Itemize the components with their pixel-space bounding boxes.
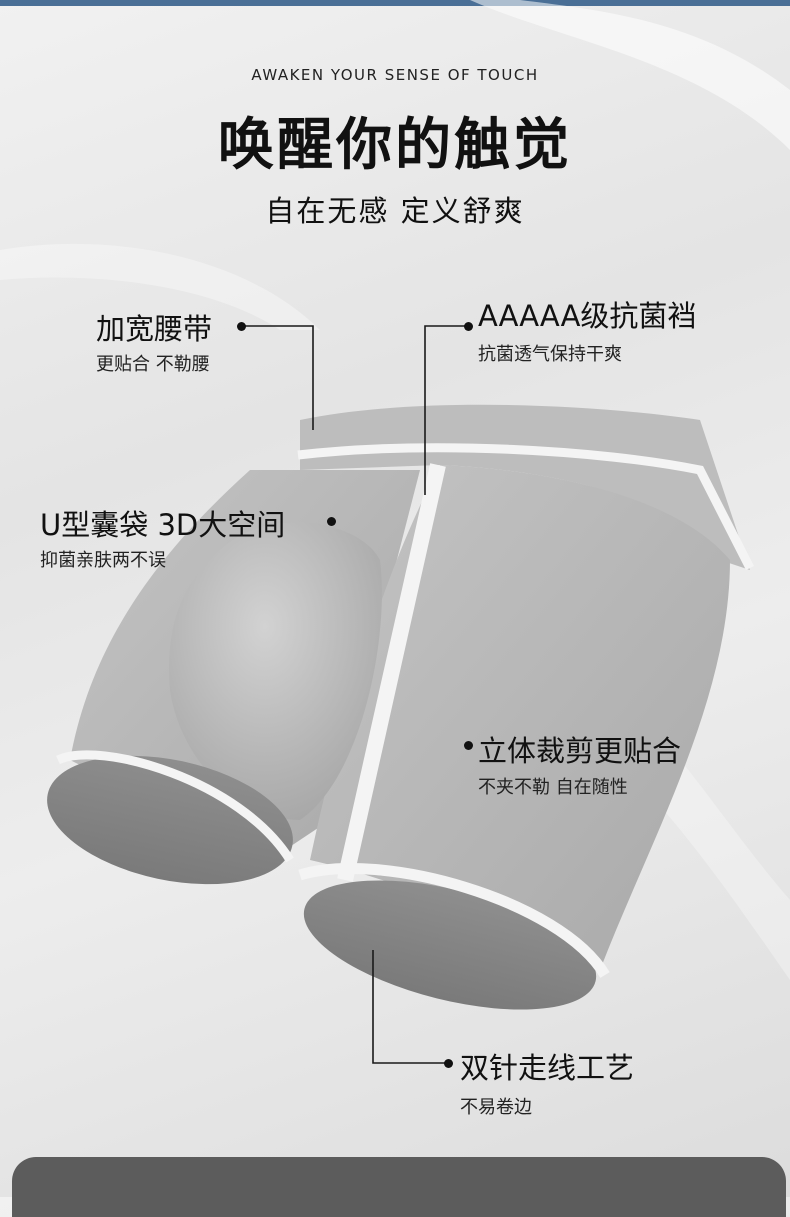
callout-dot-icon bbox=[464, 741, 473, 750]
feature-desc-waistband: 更贴合 不勒腰 bbox=[96, 354, 210, 375]
top-accent-bar bbox=[0, 0, 790, 6]
tagline: 自在无感 定义舒爽 bbox=[265, 194, 525, 228]
feature-desc-crotch: 抗菌透气保持干爽 bbox=[478, 344, 622, 365]
sheen-streak bbox=[470, 0, 790, 150]
callout-line bbox=[372, 950, 448, 1064]
feature-title-stitching: 双针走线工艺 bbox=[460, 1051, 635, 1085]
callout-line bbox=[424, 325, 470, 495]
callout-dot-icon bbox=[237, 322, 246, 331]
feature-title-cut: 立体裁剪更贴合 bbox=[478, 734, 682, 768]
callout-dot-icon bbox=[327, 517, 336, 526]
callout-dot-icon bbox=[444, 1059, 453, 1068]
feature-title-crotch: AAAAA级抗菌裆 bbox=[478, 299, 697, 333]
callout-dot-icon bbox=[464, 322, 473, 331]
feature-desc-pouch: 抑菌亲肤两不误 bbox=[40, 550, 166, 571]
page-title: 唤醒你的触觉 bbox=[218, 113, 572, 178]
u-pouch bbox=[169, 522, 382, 820]
callout-line bbox=[245, 325, 314, 430]
subtitle-english: AWAKEN YOUR SENSE OF TOUCH bbox=[251, 66, 539, 84]
sheen-streak bbox=[0, 243, 320, 330]
feature-title-pouch: U型囊袋 3D大空间 bbox=[40, 508, 286, 542]
feature-title-waistband: 加宽腰带 bbox=[96, 312, 213, 346]
feature-desc-cut: 不夹不勒 自在随性 bbox=[478, 777, 628, 798]
feature-desc-stitching: 不易卷边 bbox=[460, 1097, 532, 1118]
footer-bar bbox=[12, 1157, 786, 1217]
